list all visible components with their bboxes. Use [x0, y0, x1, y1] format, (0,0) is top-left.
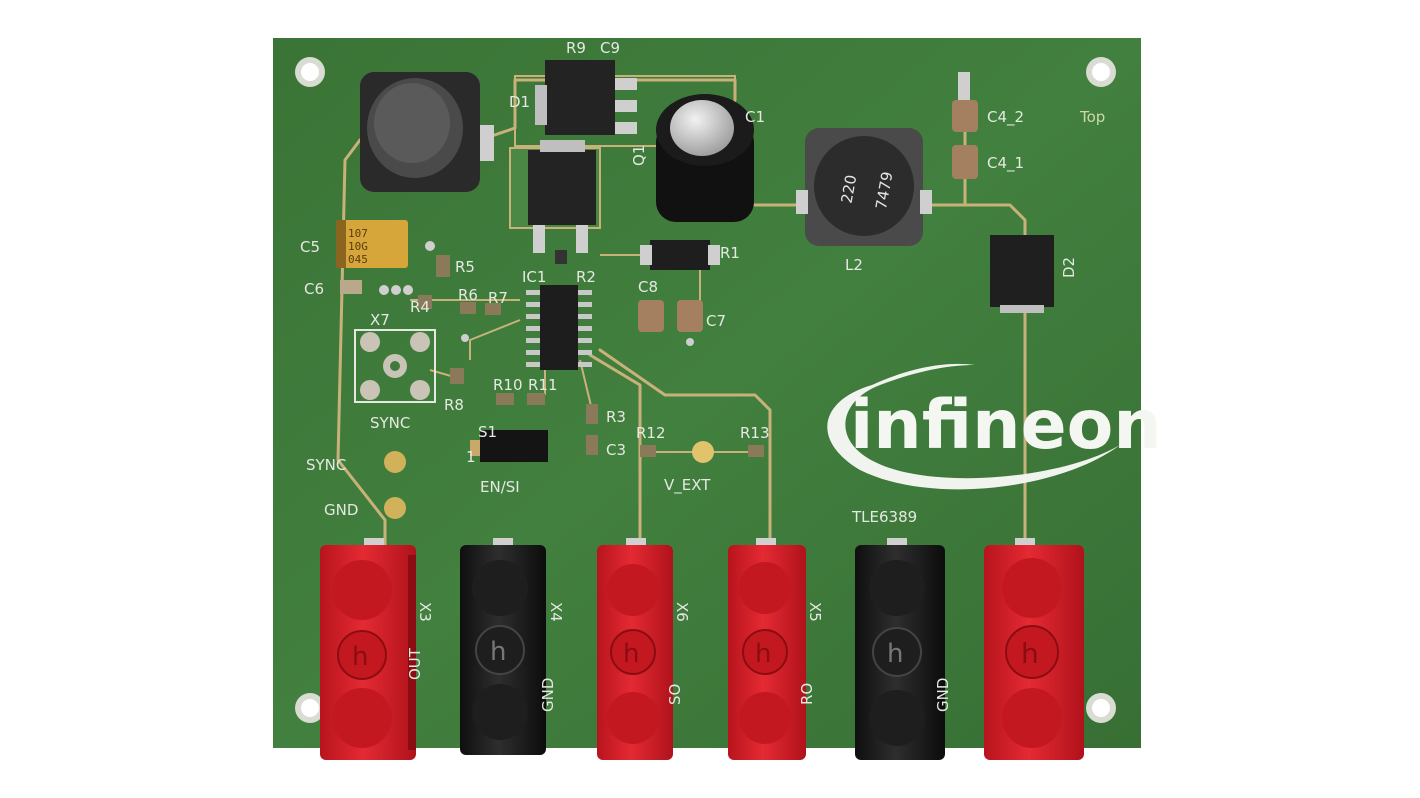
c5-marking-3: 045 [348, 253, 368, 266]
label-d2: D2 [1060, 257, 1078, 278]
jack-x3-out[interactable]: h [320, 538, 416, 760]
logo-text: infineon [850, 386, 1162, 465]
mounting-holes [295, 57, 1116, 723]
label-s1: S1 [478, 423, 497, 441]
gnd-test-pin [384, 497, 406, 519]
label-c7: C7 [706, 312, 726, 330]
label-r10: R10 [493, 376, 523, 394]
label-c8: C8 [638, 278, 658, 296]
label-r4: R4 [410, 298, 430, 316]
label-r8: R8 [444, 396, 464, 414]
ic1-chip [526, 285, 592, 370]
label-x7: X7 [370, 311, 390, 329]
label-l2: L2 [845, 256, 863, 274]
jack-net-out: OUT [406, 647, 424, 680]
transistor-d1 [535, 60, 637, 135]
capacitors-c4 [952, 72, 978, 179]
jack-labels: X3 OUT X4 GND X6 SO X5 RO GND [406, 602, 952, 712]
label-ic1: IC1 [522, 268, 546, 286]
label-r11: R11 [528, 376, 558, 394]
transistor-q1 [528, 140, 596, 253]
label-c9: C9 [600, 39, 620, 57]
inductor-l2: 220 7479 [796, 128, 932, 246]
jack-ref-x3: X3 [416, 602, 434, 622]
v-ext-test-pin [692, 441, 714, 463]
label-q1: Q1 [630, 145, 648, 166]
label-c5: C5 [300, 238, 320, 256]
jack-logo-icon: h [623, 639, 639, 669]
label-c3: C3 [606, 441, 626, 459]
label-r7: R7 [488, 289, 508, 307]
jack-x6-so[interactable]: h [597, 538, 673, 760]
jack-ref-x4: X4 [547, 602, 565, 622]
label-c1: C1 [745, 108, 765, 126]
sync-connector-x7 [354, 329, 436, 403]
electrolytic-capacitor-c1 [656, 94, 754, 222]
diode-d2 [990, 235, 1054, 307]
jack-logo-icon: h [490, 637, 506, 667]
jack-x4-gnd[interactable]: h [460, 538, 546, 755]
silkscreen-labels: R9 C9 D1 C1 Q1 C4_2 C4_1 Top C5 C6 R5 R4… [300, 39, 1105, 466]
infineon-logo: infineon TLE6389 [827, 363, 1162, 526]
jack-logo-icon: h [352, 642, 368, 672]
jack-x1[interactable]: h [984, 538, 1084, 760]
label-r13: R13 [740, 424, 770, 442]
label-c4-1: C4_1 [987, 154, 1024, 173]
net-labels: SYNC SYNC GND EN/SI V_EXT [306, 414, 711, 519]
label-top-side: Top [1079, 108, 1105, 126]
label-r6: R6 [458, 286, 478, 304]
label-r12: R12 [636, 424, 666, 442]
label-r2: R2 [576, 268, 596, 286]
jack-net-ro: RO [798, 683, 816, 705]
jack-net-so: SO [666, 684, 684, 705]
label-r1: R1 [720, 244, 740, 262]
board-part-number: TLE6389 [851, 508, 917, 526]
banana-jacks: h h h h [320, 538, 1084, 760]
jack-net-gnd-1: GND [539, 678, 557, 712]
label-sync-block: SYNC [370, 414, 410, 432]
label-r5: R5 [455, 258, 475, 276]
jack-logo-icon: h [755, 639, 771, 669]
switch-s1 [470, 430, 548, 462]
jack-x2-gnd[interactable]: h [855, 538, 945, 760]
label-c6: C6 [304, 280, 324, 298]
small-smd-parts [340, 240, 764, 457]
label-s1-pin: 1 [466, 448, 476, 466]
sync-test-pin [384, 451, 406, 473]
tantalum-capacitor-c5: 107 10G 045 [336, 220, 408, 268]
jack-x5-ro[interactable]: h [728, 538, 806, 760]
label-r9: R9 [566, 39, 586, 57]
label-gnd-pin: GND [324, 501, 358, 519]
label-v-ext: V_EXT [664, 476, 711, 495]
jack-logo-icon: h [887, 639, 903, 669]
label-c4-2: C4_2 [987, 108, 1024, 127]
jack-logo-icon: h [1021, 637, 1039, 670]
label-d1: D1 [509, 93, 530, 111]
c5-marking-2: 10G [348, 240, 368, 253]
label-en-si: EN/SI [480, 478, 520, 496]
label-sync-pin: SYNC [306, 456, 346, 474]
label-r3: R3 [606, 408, 626, 426]
jack-ref-x5: X5 [806, 602, 824, 622]
jack-ref-x6: X6 [673, 602, 691, 622]
inductor-l1 [360, 72, 494, 192]
jack-net-gnd-2: GND [934, 678, 952, 712]
l2-marking-1: 220 [838, 173, 861, 204]
c5-marking-1: 107 [348, 227, 368, 240]
